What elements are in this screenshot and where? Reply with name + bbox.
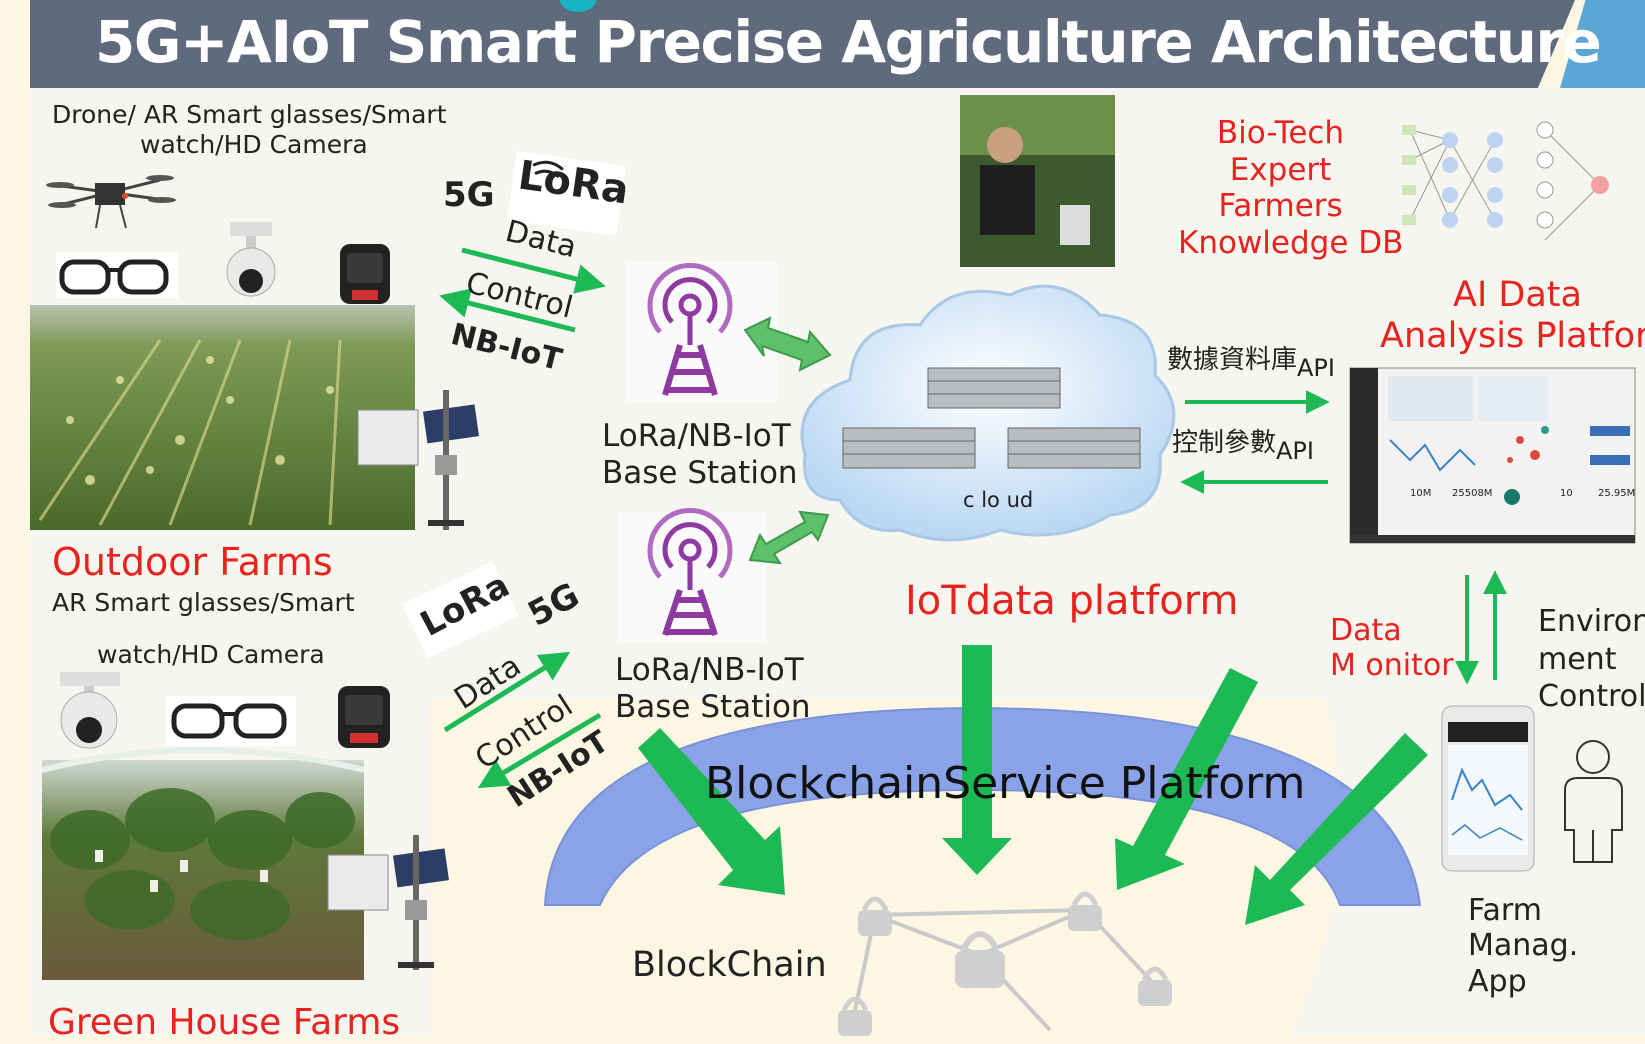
hd-camera-top (226, 222, 276, 297)
server-rack-right (1007, 427, 1141, 469)
user-person-icon (1564, 740, 1623, 863)
lora-logo-top (507, 150, 626, 236)
ar-glasses-bottom (166, 696, 296, 746)
blockchain-label: BlockChain (632, 945, 827, 985)
dashboard-value-1: 10M (1410, 488, 1432, 499)
app-blockchain-arrow (1245, 733, 1428, 925)
hd-camera-bottom (60, 672, 120, 749)
server-rack-left (842, 427, 976, 469)
cloud-shape (800, 284, 1176, 542)
dashboard-value-3: 10 (1560, 488, 1573, 499)
tower-blockchain-arrow (638, 728, 785, 895)
iot-platform-label: IoTdata platform (905, 578, 1239, 624)
lower-control-arrow (477, 712, 602, 789)
outdoor-farm-photo (30, 305, 415, 530)
tower-cloud-double-arrow-bottom (748, 510, 830, 565)
bottom-devices-label-line2: watch/HD Camera (97, 640, 325, 669)
upper-5g-label: 5G (443, 175, 495, 215)
smartwatch-bottom (338, 686, 390, 748)
cloud-label: c lo ud (963, 488, 1034, 512)
smartwatch-top (340, 244, 390, 304)
iot-down-arrow (942, 645, 1012, 875)
dashboard-value-2: 25508M (1452, 488, 1493, 499)
tower-cloud-double-arrow-top (743, 316, 832, 372)
weather-station-bottom (327, 835, 449, 970)
radio-tower-bottom-icon (617, 508, 767, 642)
title-bar (30, 0, 1575, 88)
control-api-label: 控制參數API (1172, 428, 1314, 465)
cloud-blockchain-arrow (1115, 668, 1258, 890)
weather-station-top (357, 390, 479, 530)
outdoor-farms-label: Outdoor Farms (52, 540, 333, 584)
green-house-farms-label: Green House Farms (48, 1002, 401, 1043)
neural-network-nodes (1402, 121, 1609, 229)
dashboard-value-4: 25.95M (1598, 488, 1636, 499)
top-devices-label: Drone/ AR Smart glasses/Smart watch/HD C… (52, 100, 447, 159)
page-title: 5G+AIoT Smart Precise Agriculture Archit… (95, 8, 1602, 76)
blockchain-service-label: BlockchainService Platform (705, 758, 1306, 809)
bottom-devices-label-line1: AR Smart glasses/Smart (52, 588, 355, 617)
greenhouse-photo (41, 747, 365, 980)
farm-app-phone (1441, 705, 1535, 872)
lora-logo-bottom (402, 561, 518, 659)
server-rack-top (927, 367, 1061, 409)
drone-image (46, 175, 176, 229)
expert-photo (960, 95, 1115, 267)
upper-control-arrow (439, 288, 576, 333)
ar-glasses-top (56, 252, 178, 298)
upper-data-arrow (461, 247, 606, 294)
lower-data-arrow (443, 651, 571, 733)
blockchain-lock-icons (838, 891, 1172, 1036)
analytics-dashboard (1349, 367, 1636, 544)
title-dot (560, 0, 596, 12)
db-api-label: 數據資料庫API (1167, 345, 1335, 382)
